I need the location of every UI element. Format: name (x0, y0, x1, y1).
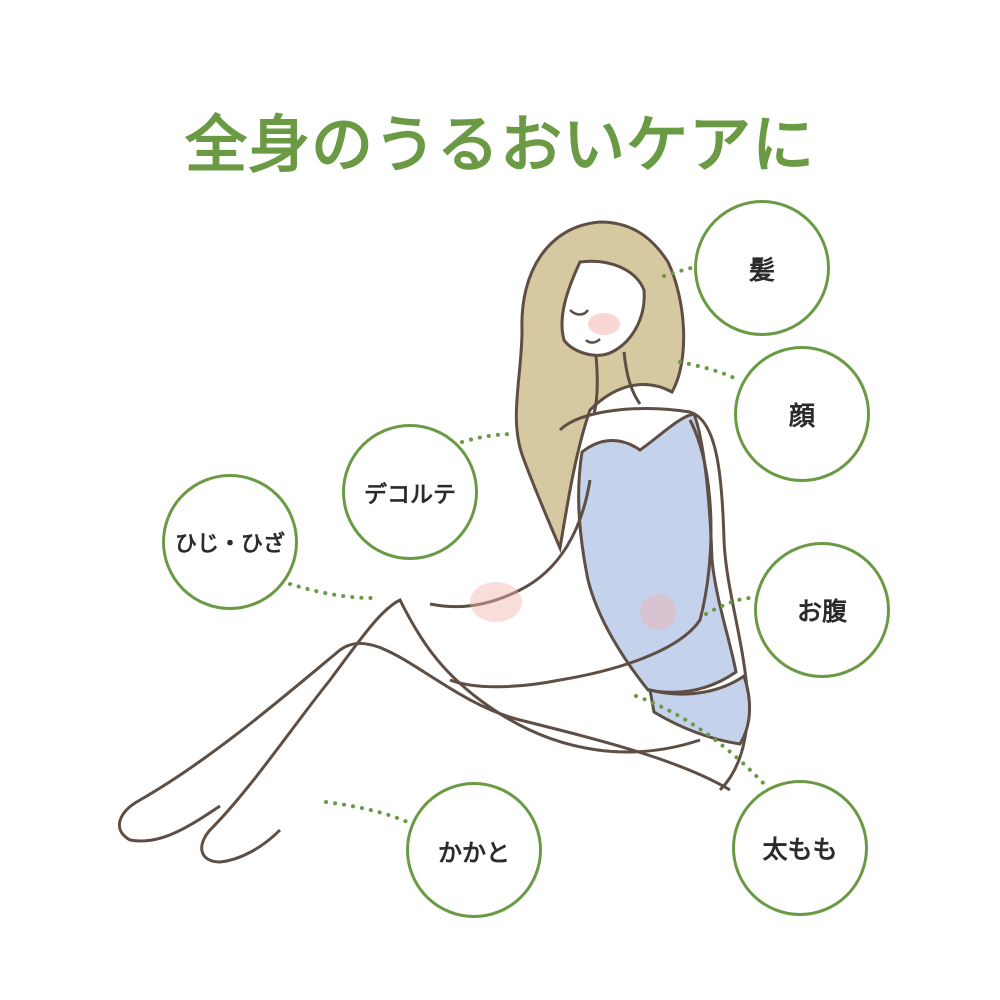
elbow-blush (640, 594, 676, 630)
label-heel: かかと (438, 838, 510, 867)
shorts-shape (648, 673, 752, 746)
eye-left (569, 309, 590, 316)
label-bubble-thigh: 太もも (732, 780, 868, 916)
label-elbow-knee: ひじ・ひざ (174, 532, 285, 557)
page-title: 全身のうるおいケアに (184, 107, 815, 181)
label-bubble-hair: 髪 (694, 200, 830, 336)
mouth (585, 338, 601, 344)
front-leg-shape (200, 597, 701, 864)
leader-line-decollete (460, 432, 516, 444)
label-bubble-decollete: デコルテ (342, 424, 478, 560)
label-decollete: デコルテ (364, 482, 456, 508)
face-shape (560, 259, 646, 357)
label-face: 顔 (788, 401, 815, 432)
label-bubble-elbow-knee: ひじ・ひざ (162, 474, 298, 610)
cheek-blush (588, 313, 620, 335)
leader-line-belly (704, 596, 754, 616)
leader-line-elbow-knee (288, 582, 374, 600)
neck-shape (592, 351, 642, 415)
forearm-shape (429, 479, 592, 609)
label-bubble-face: 顔 (734, 346, 870, 482)
knee-blush (470, 582, 522, 622)
label-bubble-heel: かかと (406, 782, 542, 918)
leader-line-thigh (634, 694, 768, 788)
camisole-shape (577, 412, 738, 694)
leader-line-face (678, 360, 740, 382)
leader-line-heel (324, 800, 414, 826)
label-hair: 髪 (748, 255, 775, 286)
arm-shape (449, 419, 713, 689)
label-belly: お腹 (796, 597, 847, 626)
label-thigh: 太もも (762, 835, 838, 864)
label-bubble-belly: お腹 (754, 542, 890, 678)
back-leg-shape (118, 642, 731, 843)
